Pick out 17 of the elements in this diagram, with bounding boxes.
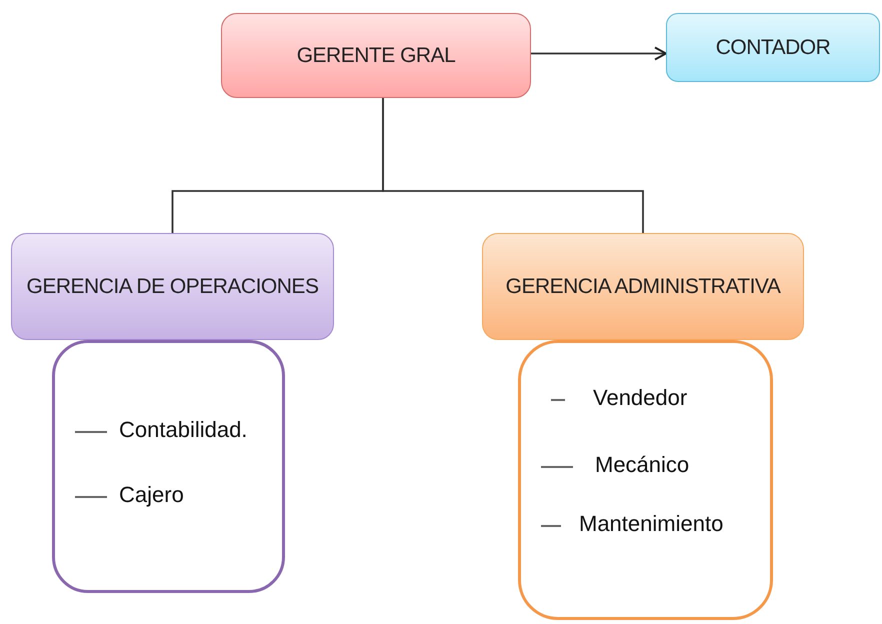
connector-line [382,98,644,233]
node-label: GERENCIA DE OPERACIONES [26,274,318,300]
node-label: GERENCIA ADMINISTRATIVA [506,274,780,300]
manager-box [221,13,531,98]
list-item: Mantenimiento [579,510,724,538]
role-box [666,13,880,82]
role-list-box [52,340,285,593]
department-box [11,233,334,340]
node-label: CONTADOR [716,34,830,60]
list-item: Mecánico [595,451,690,479]
list-item: Cajero [119,481,184,509]
list-item: Vendedor [593,384,688,412]
role-list-box [518,340,773,620]
node-label: GERENTE GRAL [296,42,456,68]
department-box [482,233,804,340]
list-item: Contabilidad. [119,416,248,444]
arrow [531,46,667,60]
